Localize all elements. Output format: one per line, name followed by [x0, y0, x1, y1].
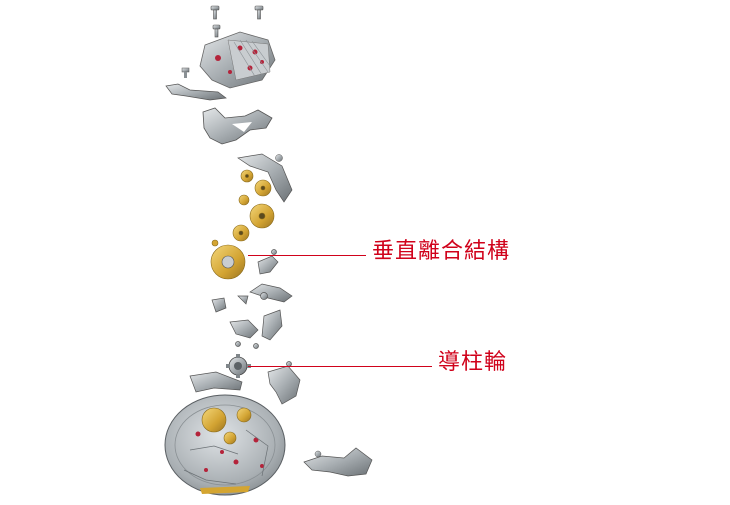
top-screws: [210, 5, 264, 38]
intermediate-bridge: [202, 107, 273, 145]
gear-train: [210, 169, 275, 280]
base-movement: [164, 394, 286, 496]
return-lever: [303, 447, 373, 477]
callout-line-column-wheel: [248, 366, 432, 367]
callout-label-vertical-clutch: 垂直離合結構: [372, 239, 511, 264]
small-lever-top: [165, 67, 227, 101]
clutch-components: [211, 249, 293, 313]
lower-levers: [189, 361, 301, 405]
lever-group: [229, 309, 283, 349]
callout-line-vertical-clutch: [248, 255, 366, 256]
chronograph-bridge: [199, 31, 276, 89]
chronograph-lever: [237, 153, 293, 203]
callout-label-column-wheel: 導柱輪: [438, 350, 508, 375]
